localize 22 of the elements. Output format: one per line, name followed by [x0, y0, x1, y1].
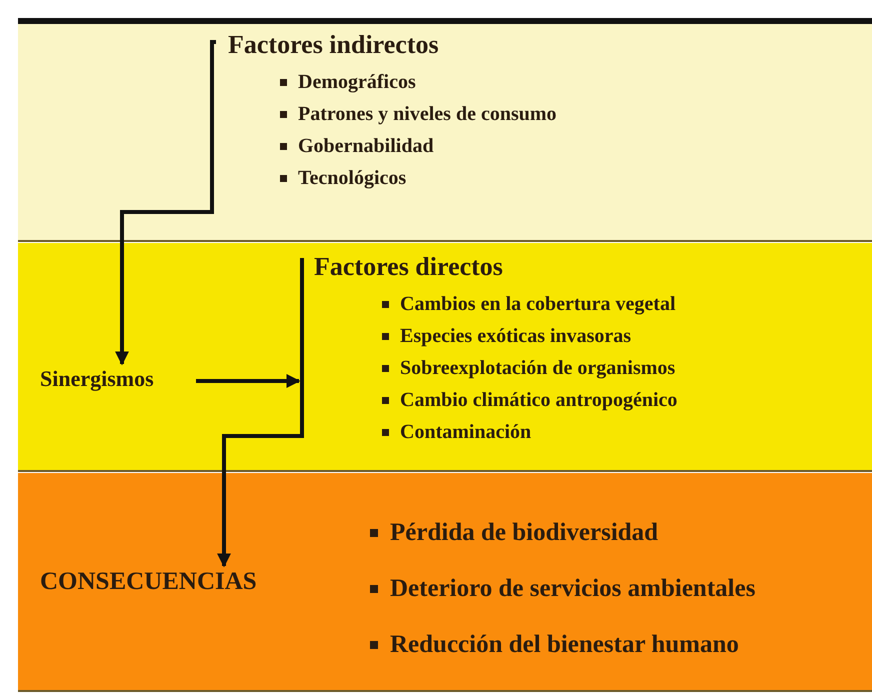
- bullet-item: Sobreexplotación de organismos: [400, 356, 676, 380]
- arrow: [115, 40, 216, 366]
- arrow: [217, 258, 304, 568]
- bullet-item: Especies exóticas invasoras: [400, 324, 632, 348]
- section-band: [18, 243, 872, 472]
- bullet-item: Tecnológicos: [298, 166, 406, 190]
- section-band: [18, 24, 872, 242]
- bullet-item: Contaminación: [400, 420, 532, 444]
- bullet-item: Deterioro de servicios ambientales: [390, 575, 756, 603]
- section-band: [18, 473, 872, 692]
- bullet-item: Pérdida de biodiversidad: [390, 519, 658, 547]
- arrow: [196, 374, 300, 388]
- flow-label: CONSECUENCIAS: [40, 568, 258, 596]
- bullet-item: Demográficos: [298, 70, 416, 94]
- bullet-item: Cambios en la cobertura vegetal: [400, 292, 676, 316]
- section-heading: Factores directos: [314, 252, 504, 282]
- bullet-item: Gobernabilidad: [298, 134, 434, 158]
- bullet-item: Reducción del bienestar humano: [390, 631, 739, 659]
- bullet-item: Cambio climático antropogénico: [400, 388, 678, 412]
- bullet-item: Patrones y niveles de consumo: [298, 102, 557, 126]
- flow-label: Sinergismos: [40, 366, 155, 392]
- section-heading: Factores indirectos: [228, 30, 440, 60]
